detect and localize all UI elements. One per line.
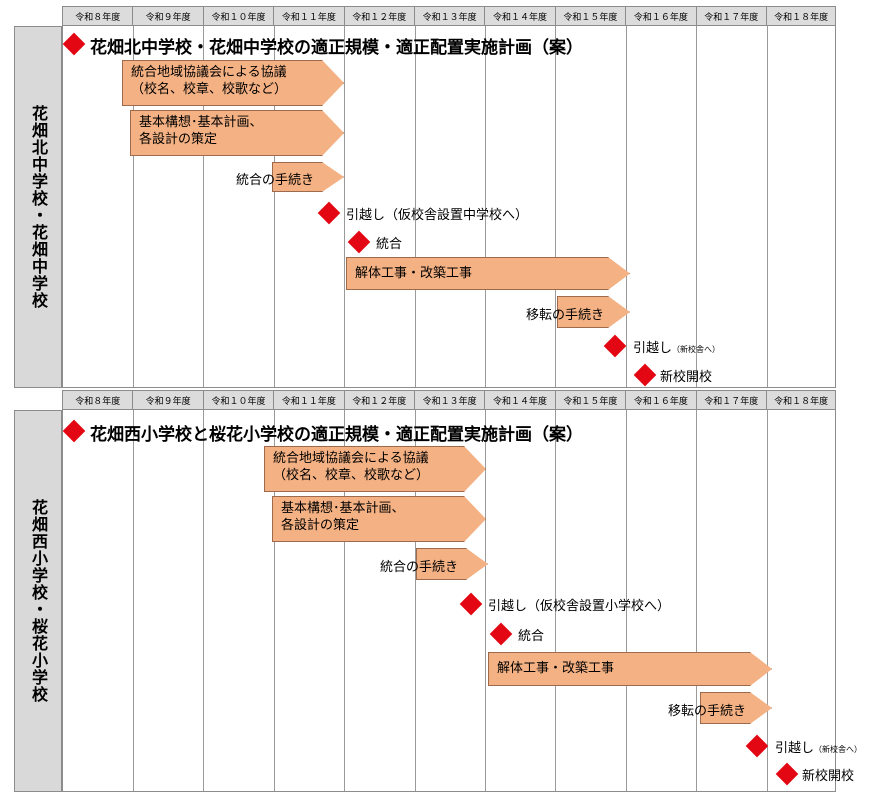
move2-label: 引越し（新校舎へ） <box>633 337 720 356</box>
construction-arrow: 解体工事・改築工事 <box>488 652 772 686</box>
grid-line <box>415 26 416 387</box>
grid-line <box>767 410 768 791</box>
year-header-cell: 令和９年度 <box>132 6 203 26</box>
council-line-2: （校名、校章、校歌など） <box>131 82 288 97</box>
year-header-row: 令和８年度 令和９年度 令和１０年度 令和１１年度 令和１２年度 令和１３年度 … <box>62 6 837 26</box>
year-header-cell: 令和１７年度 <box>695 390 766 410</box>
move2-note: （新校舎へ） <box>814 745 863 754</box>
construction-arrow: 解体工事・改築工事 <box>346 257 630 290</box>
year-header-cell: 令和１３年度 <box>413 6 485 26</box>
merge-label: 統合 <box>376 237 403 252</box>
grid-line <box>485 410 486 791</box>
year-header-cell: 令和１３年度 <box>413 390 485 410</box>
grid-line <box>626 410 627 791</box>
move1-label: 引越し（仮校舎設置小学校へ） <box>488 599 671 614</box>
construction-label: 解体工事・改築工事 <box>355 266 473 281</box>
move1-label: 引越し（仮校舎設置中学校へ） <box>346 208 529 223</box>
move2-note: （新校舎へ） <box>672 345 721 354</box>
school-side-label-text: 花畑北中学校・花畑中学校 <box>29 105 48 309</box>
opening-label: 新校開校 <box>802 769 855 784</box>
year-header-cell: 令和１８年度 <box>765 6 837 26</box>
council-line-1: 統合地域協議会による協議 <box>273 451 429 466</box>
year-header-cell: 令和１８年度 <box>765 390 837 410</box>
grid-line <box>626 26 627 387</box>
plan-title: 花畑北中学校・花畑中学校の適正規模・適正配置実施計画（案） <box>90 38 583 58</box>
timeline-grid <box>62 410 836 792</box>
school-side-label: 花畑西小学校・桜花小学校 <box>14 410 62 792</box>
design-line-1: 基本構想･基本計画、 <box>139 115 263 130</box>
year-header-cell: 令和１５年度 <box>554 390 626 410</box>
year-header-cell: 令和８年度 <box>62 6 133 26</box>
year-header-cell: 令和１１年度 <box>273 390 344 410</box>
relocation-label: 移転の手続き <box>668 704 747 719</box>
council-line-1: 統合地域協議会による協議 <box>131 65 287 80</box>
grid-line <box>203 410 204 791</box>
year-header-cell: 令和１６年度 <box>625 6 696 26</box>
council-arrow: 統合地域協議会による協議 （校名、校章、校歌など） <box>122 60 344 106</box>
grid-line <box>133 410 134 791</box>
grid-line <box>555 410 556 791</box>
year-header-cell: 令和１４年度 <box>484 390 555 410</box>
procedure-label: 統合の手続き <box>380 560 459 575</box>
year-header-cell: 令和８年度 <box>62 390 133 410</box>
year-header-cell: 令和１２年度 <box>343 6 414 26</box>
school-side-label: 花畑北中学校・花畑中学校 <box>14 26 62 388</box>
plan-section-2: 令和８年度 令和９年度 令和１０年度 令和１１年度 令和１２年度 令和１３年度 … <box>0 390 879 800</box>
year-header-cell: 令和１６年度 <box>625 390 696 410</box>
grid-line <box>274 410 275 791</box>
grid-line <box>344 410 345 791</box>
design-line-1: 基本構想･基本計画、 <box>281 501 405 516</box>
timeline-grid <box>62 26 836 388</box>
year-header-cell: 令和１２年度 <box>343 390 414 410</box>
move2-main: 引越し <box>775 741 815 756</box>
grid-line <box>696 26 697 387</box>
opening-label: 新校開校 <box>660 370 713 385</box>
year-header-cell: 令和１０年度 <box>202 390 274 410</box>
year-header-cell: 令和１５年度 <box>554 6 626 26</box>
year-header-cell: 令和１０年度 <box>202 6 274 26</box>
grid-line <box>555 26 556 387</box>
grid-line <box>696 410 697 791</box>
move2-main: 引越し <box>633 341 673 356</box>
year-header-cell: 令和１１年度 <box>273 6 344 26</box>
construction-label: 解体工事・改築工事 <box>497 661 615 676</box>
plan-section-1: 令和８年度 令和９年度 令和１０年度 令和１１年度 令和１２年度 令和１３年度 … <box>0 0 879 390</box>
grid-line <box>344 26 345 387</box>
grid-line <box>203 26 204 387</box>
design-arrow: 基本構想･基本計画、 各設計の策定 <box>272 496 486 542</box>
grid-line <box>767 26 768 387</box>
school-side-label-text: 花畑西小学校・桜花小学校 <box>29 499 48 703</box>
grid-line <box>415 410 416 791</box>
grid-line <box>133 26 134 387</box>
council-arrow: 統合地域協議会による協議 （校名、校章、校歌など） <box>264 446 486 492</box>
year-header-cell: 令和９年度 <box>132 390 203 410</box>
merge-label: 統合 <box>518 629 545 644</box>
design-line-2: 各設計の策定 <box>139 132 218 147</box>
plan-title: 花畑西小学校と桜花小学校の適正規模・適正配置実施計画（案） <box>90 425 583 445</box>
design-arrow: 基本構想･基本計画、 各設計の策定 <box>130 110 344 156</box>
procedure-label: 統合の手続き <box>236 173 315 188</box>
year-header-cell: 令和１７年度 <box>695 6 766 26</box>
year-header-row: 令和８年度 令和９年度 令和１０年度 令和１１年度 令和１２年度 令和１３年度 … <box>62 390 837 410</box>
move2-label: 引越し（新校舎へ） <box>775 737 862 756</box>
design-line-2: 各設計の策定 <box>281 518 360 533</box>
grid-line <box>485 26 486 387</box>
relocation-label: 移転の手続き <box>526 308 605 323</box>
council-line-2: （校名、校章、校歌など） <box>273 468 430 483</box>
grid-line <box>274 26 275 387</box>
year-header-cell: 令和１４年度 <box>484 6 555 26</box>
